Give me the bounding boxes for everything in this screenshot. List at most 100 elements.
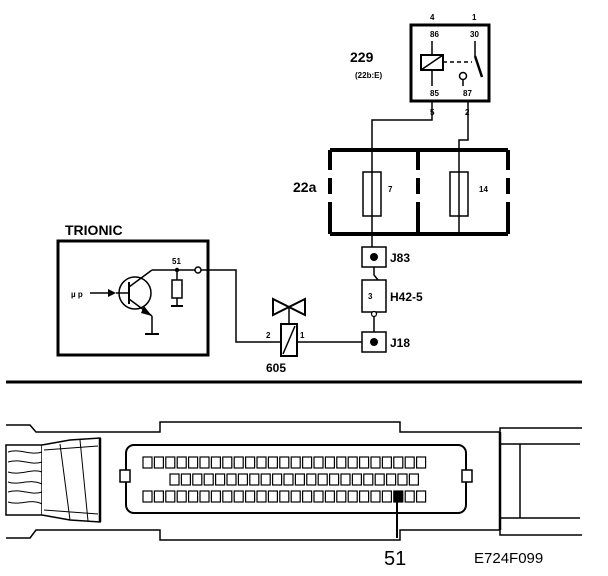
- ecu-pin-cavity: [233, 456, 244, 469]
- ecu-pin-cavity: [267, 490, 278, 503]
- ecu-pin-cavity: [176, 490, 187, 503]
- relay-pin-87: 87: [463, 89, 472, 98]
- ecu-pin-cavity: [351, 473, 362, 486]
- figure-code: E724F099: [474, 550, 543, 567]
- ecu-pin-cavity: [329, 473, 340, 486]
- relay-pin-86: 86: [430, 30, 439, 39]
- sensor-605: 2 1 605: [266, 297, 362, 375]
- ecu-pin-cavity: [165, 490, 176, 503]
- ecu-pin-cavity: [370, 456, 381, 469]
- ecu-pin-cavity: [290, 456, 301, 469]
- ecu-pin-cavity: [416, 490, 427, 503]
- ecu-pin-cavity: [210, 490, 221, 503]
- ecu-pin-cavity: [381, 456, 392, 469]
- trionic-mu-p: µ p: [71, 290, 83, 299]
- ecu-pin-cavity: [199, 456, 210, 469]
- ecu-pin-cavity: [222, 490, 233, 503]
- ecu-pin-grid: [142, 456, 427, 503]
- relay-pin-85: 85: [430, 89, 439, 98]
- ecu-pin-cavity: [416, 456, 427, 469]
- trionic-title: TRIONIC: [65, 222, 123, 238]
- ecu-pin-cavity: [237, 473, 248, 486]
- j83-label: J83: [390, 251, 410, 265]
- ecu-pin-cavity: [336, 456, 347, 469]
- connector-h42-5: [361, 279, 387, 313]
- relay-ref: (22b:E): [355, 71, 382, 80]
- ecu-pin-cavity: [374, 473, 385, 486]
- ecu-pin-cavity: [203, 473, 214, 486]
- relay-id: 229: [350, 49, 374, 65]
- fusebox-22a: 7 14 22a: [293, 148, 510, 250]
- ecu-connector: 51: [5, 421, 582, 570]
- ecu-pin-cavity: [142, 456, 153, 469]
- relay-wires: [371, 101, 469, 150]
- ecu-pin-cavity: [142, 490, 153, 503]
- ecu-pin-cavity: [408, 473, 419, 486]
- ecu-pin-cavity: [210, 456, 221, 469]
- fusebox-id: 22a: [293, 179, 317, 195]
- ecu-pin-cavity: [260, 473, 271, 486]
- ecu-pin-cavity: [256, 456, 267, 469]
- valve-symbol-icon: [272, 297, 306, 324]
- relay-terminal-4: 4: [430, 13, 435, 22]
- ecu-pin-cavity: [306, 473, 317, 486]
- ecu-pin-cavity: [347, 490, 358, 503]
- ecu-pin-cavity: [359, 490, 370, 503]
- ecu-pin-cavity: [336, 490, 347, 503]
- ecu-pin-cavity: [176, 456, 187, 469]
- ecu-pin-cavity: [347, 456, 358, 469]
- ecu-pin-cavity: [302, 456, 313, 469]
- ecu-pin-cavity: [153, 490, 164, 503]
- ecu-pin-cavity: [386, 473, 397, 486]
- ecu-pin-cavity: [340, 473, 351, 486]
- ecu-pin-cavity: [245, 490, 256, 503]
- ecu-pin-cavity: [222, 456, 233, 469]
- ecu-pin-cavity: [199, 490, 210, 503]
- ecu-pin-cavity: [290, 490, 301, 503]
- ecu-pin-cavity: [317, 473, 328, 486]
- ecu-pin-cavity: [302, 490, 313, 503]
- ecu-pin-cavity: [215, 473, 226, 486]
- ecu-pin-cavity: [359, 456, 370, 469]
- ecu-pin-51: [393, 490, 404, 503]
- ecu-pin-cavity: [233, 490, 244, 503]
- ecu-pin-cavity: [256, 490, 267, 503]
- ecu-pin-cavity: [370, 490, 381, 503]
- h42-pin-label: 3: [368, 292, 373, 301]
- fuse-b-label: 14: [479, 185, 488, 194]
- ecu-pin-cavity: [404, 456, 415, 469]
- ecu-pin-cavity: [188, 490, 199, 503]
- ecu-pin-cavity: [165, 456, 176, 469]
- ecu-pin-cavity: [363, 473, 374, 486]
- ecu-pin-cavity: [153, 456, 164, 469]
- ecu-pin-cavity: [249, 473, 260, 486]
- ecu-pin-cavity: [324, 456, 335, 469]
- ecu-pin-callout: 51: [384, 548, 406, 570]
- transistor-icon: [90, 269, 153, 317]
- sensor-pin-left: 2: [266, 331, 271, 340]
- ecu-pin-cavity: [397, 473, 408, 486]
- ecu-pin-cavity: [324, 490, 335, 503]
- ecu-pin-cavity: [283, 473, 294, 486]
- ecu-pin-cavity: [279, 456, 290, 469]
- relay-pin-30: 30: [470, 30, 479, 39]
- ecu-pin-cavity: [404, 490, 415, 503]
- ecu-pin-cavity: [192, 473, 203, 486]
- ecu-pin-cavity: [313, 456, 324, 469]
- relay-terminal-1: 1: [472, 13, 477, 22]
- fuse-a-label: 7: [388, 185, 393, 194]
- h42-label: H42-5: [390, 290, 423, 304]
- ecu-pin-cavity: [313, 490, 324, 503]
- ecu-pin-cavity: [272, 473, 283, 486]
- ecu-pin-cavity: [245, 456, 256, 469]
- j18-label: J18: [390, 336, 410, 350]
- sensor-id: 605: [266, 361, 286, 375]
- trionic-ecu: TRIONIC µ p 51: [56, 222, 281, 357]
- ecu-pin-cavity: [226, 473, 237, 486]
- ecu-pin-cavity: [267, 456, 278, 469]
- connector-chain: J83 3 H42-5 J18: [361, 246, 423, 353]
- ecu-pin-cavity: [393, 456, 404, 469]
- trionic-pin: 51: [172, 257, 181, 266]
- relay-switch-icon: [443, 41, 484, 86]
